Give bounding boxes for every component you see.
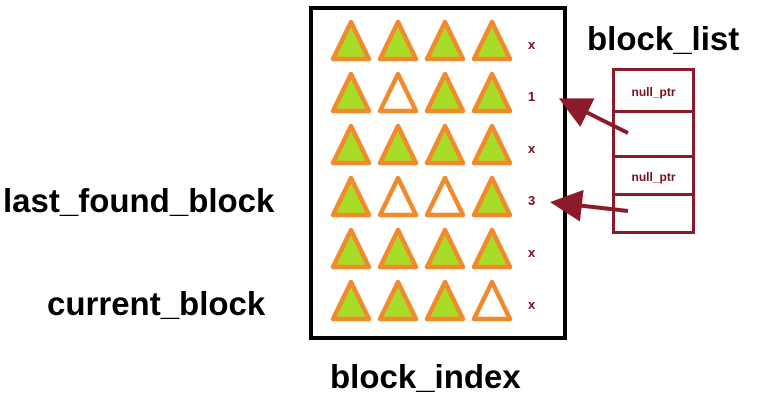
block-list-label: block_list [587,20,740,57]
block-list-cell-3 [615,196,692,231]
block-list-cell-1 [615,113,692,158]
empty-block-triangle [377,175,419,218]
filled-block-triangle [377,279,419,322]
filled-block-triangle [424,123,466,166]
filled-block-triangle [330,279,372,322]
filled-block-triangle [424,19,466,62]
row-marker: x [528,245,536,260]
empty-block-triangle [424,175,466,218]
block-index-label: block_index [330,358,521,395]
filled-block-triangle [377,227,419,270]
filled-block-triangle [471,71,513,114]
row-marker: x [528,297,536,312]
filled-block-triangle [377,123,419,166]
row-marker: 1 [528,89,536,104]
filled-block-triangle [471,19,513,62]
filled-block-triangle [471,123,513,166]
last-found-block-label: last_found_block [3,182,275,219]
filled-block-triangle [377,19,419,62]
filled-block-triangle [424,227,466,270]
current-block-label: current_block [47,285,266,322]
pointer-arrow-to-row-3 [550,189,629,222]
block-list-cell-2: null_ptr [615,158,692,196]
pointer-arrow-to-row-1 [558,98,629,135]
filled-block-triangle [330,175,372,218]
row-marker: x [528,37,536,52]
filled-block-triangle [330,123,372,166]
filled-block-triangle [330,19,372,62]
filled-block-triangle [424,71,466,114]
empty-block-triangle [377,71,419,114]
filled-block-triangle [330,71,372,114]
filled-block-triangle [330,227,372,270]
block-list-cell-0: null_ptr [615,71,692,113]
block-list-box: null_ptr null_ptr [612,68,695,234]
filled-block-triangle [471,175,513,218]
row-marker: x [528,141,536,156]
block-index-box [309,6,567,340]
row-marker: 3 [528,193,536,208]
empty-block-triangle [471,279,513,322]
filled-block-triangle [471,227,513,270]
filled-block-triangle [424,279,466,322]
